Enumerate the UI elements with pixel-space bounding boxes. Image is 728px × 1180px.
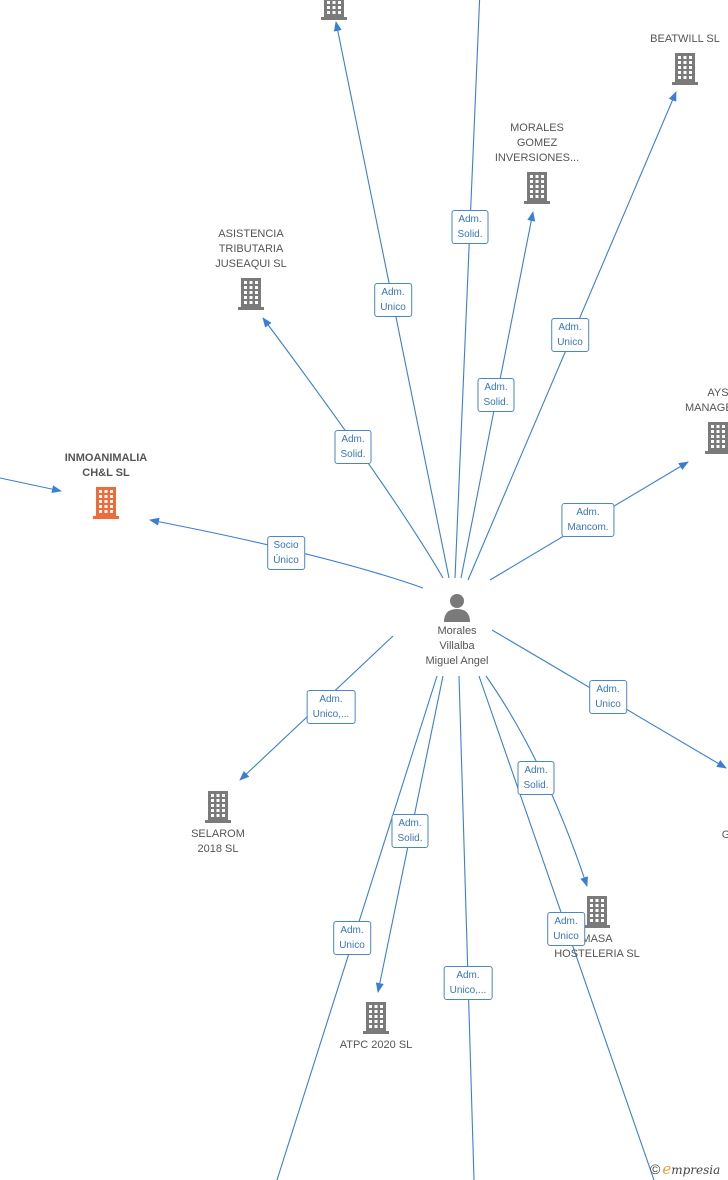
relation-label-line: Adm.	[524, 765, 548, 776]
edge-r-bottom-center	[458, 675, 475, 1180]
edge-r-top-center	[454, 0, 481, 579]
empresia-brand: ©empresia	[650, 1160, 720, 1178]
relation-label-ays[interactable]: Adm. Mancom.	[561, 503, 615, 537]
relation-label-line: Solid.	[483, 397, 509, 408]
relation-label-line: Adm.	[484, 382, 508, 393]
company-name-line: CH&L SL	[82, 467, 130, 479]
edge-r-inmoanimalia	[149, 517, 424, 589]
relation-label-right-g[interactable]: Adm. Unico	[589, 680, 627, 714]
building-icon	[584, 896, 610, 928]
company-name-line: HOSTELERIA SL	[554, 948, 640, 960]
relation-label-line: Adm.	[319, 694, 343, 705]
brand-logo-e: e	[662, 1160, 672, 1178]
edge-r-asistencia	[262, 317, 444, 579]
building-icon	[363, 1002, 389, 1034]
company-name-line: MASA	[581, 933, 613, 945]
relation-label-line: Unico	[595, 699, 621, 710]
person-icon	[444, 594, 470, 622]
relation-label-line: Mancom.	[567, 522, 609, 533]
person-name-line: Morales	[437, 625, 477, 637]
building-icon	[672, 53, 698, 85]
relation-label-line: Adm.	[558, 322, 582, 333]
relation-label-line: Adm.	[340, 925, 364, 936]
company-name-line: AYS	[707, 387, 728, 399]
relation-label-asistencia[interactable]: Adm. Solid.	[334, 430, 372, 464]
company-node-morales-gomez[interactable]: MORALES GOMEZ INVERSIONES...	[472, 121, 602, 204]
relation-label-atpc[interactable]: Adm. Solid.	[391, 814, 429, 848]
company-name-line: 2018 SL	[197, 843, 239, 855]
person-name-line: Villalba	[439, 640, 475, 652]
relation-label-line: Adm.	[398, 818, 422, 829]
relation-label-line: Unico	[557, 337, 583, 348]
relation-label-line: Unico	[553, 931, 579, 942]
building-icon	[205, 791, 231, 823]
company-name-line: MANAGEM...	[684, 402, 728, 414]
brand-logo-text: mpresia	[671, 1163, 721, 1177]
relation-label-line: Solid.	[340, 449, 366, 460]
relation-label-line: Solid.	[397, 833, 423, 844]
relation-label-line: Solid.	[523, 780, 549, 791]
company-node-right-g[interactable]: G	[661, 828, 728, 843]
company-node-beatwill[interactable]: BEATWILL SL	[620, 32, 728, 85]
relation-label-selarom[interactable]: Adm. Unico,...	[306, 690, 356, 724]
building-icon	[705, 422, 728, 454]
relation-label-masa-2[interactable]: Adm. Unico	[547, 912, 585, 946]
relation-label-morales-gomez[interactable]: Adm. Solid.	[477, 378, 515, 412]
building-icon	[321, 0, 347, 20]
relation-label-bottom-center[interactable]: Adm. Unico,...	[443, 966, 493, 1000]
company-node-atpc[interactable]: ATPC 2020 SL	[311, 1000, 441, 1053]
relation-label-line: Adm.	[554, 916, 578, 927]
relation-label-top-left[interactable]: Adm. Unico	[374, 283, 412, 317]
company-name-line: ASISTENCIA	[218, 228, 284, 240]
relation-label-line: Socio	[273, 540, 299, 551]
relation-label-line: Adm.	[381, 287, 405, 298]
company-name-line: ATPC 2020 SL	[339, 1039, 413, 1051]
relation-label-masa-1[interactable]: Adm. Solid.	[517, 761, 555, 795]
company-name-line: MORALES	[510, 122, 564, 134]
relation-label-line: Unico,...	[312, 709, 350, 720]
relation-label-line: Adm.	[576, 507, 600, 518]
company-node-masa[interactable]: MASA HOSTELERIA SL	[532, 894, 662, 962]
company-node-asistencia[interactable]: ASISTENCIA TRIBUTARIA JUSEAQUI SL	[186, 227, 316, 310]
relation-label-line: Unico	[339, 940, 365, 951]
person-name-line: Miguel Angel	[425, 655, 489, 667]
building-icon	[238, 278, 264, 310]
relation-label-bottom-left[interactable]: Adm. Unico	[333, 921, 371, 955]
company-name-line: SELAROM	[191, 828, 245, 840]
company-name-line: TRIBUTARIA	[218, 243, 284, 255]
building-icon	[524, 172, 550, 204]
building-icon	[93, 487, 119, 519]
company-name-line: GOMEZ	[516, 137, 558, 149]
relation-label-line: Unico	[380, 302, 406, 313]
relation-label-line: Adm.	[341, 434, 365, 445]
relation-label-line: Adm.	[596, 684, 620, 695]
company-name-line: INVERSIONES...	[494, 152, 580, 164]
company-name-line: JUSEAQUI SL	[215, 258, 287, 270]
company-name-line: G	[721, 829, 728, 841]
company-name-line: INMOANIMALIA	[64, 452, 148, 464]
company-node-selarom[interactable]: SELAROM 2018 SL	[153, 789, 283, 857]
relation-label-line: Adm.	[456, 970, 480, 981]
company-node-inmoanimalia[interactable]: INMOANIMALIA CH&L SL	[41, 451, 171, 519]
relation-label-line: Adm.	[458, 214, 482, 225]
company-node-ays[interactable]: AYS MANAGEM...	[653, 386, 728, 454]
relation-label-line: Unico,...	[449, 985, 487, 996]
company-name-line: BEATWILL SL	[650, 33, 720, 45]
edge-r-extra-in	[0, 477, 62, 494]
company-node-top-left[interactable]	[269, 0, 399, 20]
copyright-symbol: ©	[650, 1161, 661, 1177]
relation-label-line: Solid.	[457, 229, 483, 240]
relation-label-beatwill[interactable]: Adm. Unico	[551, 318, 589, 352]
relation-label-line: Único	[273, 555, 299, 566]
relation-label-top-center[interactable]: Adm. Solid.	[451, 210, 489, 244]
